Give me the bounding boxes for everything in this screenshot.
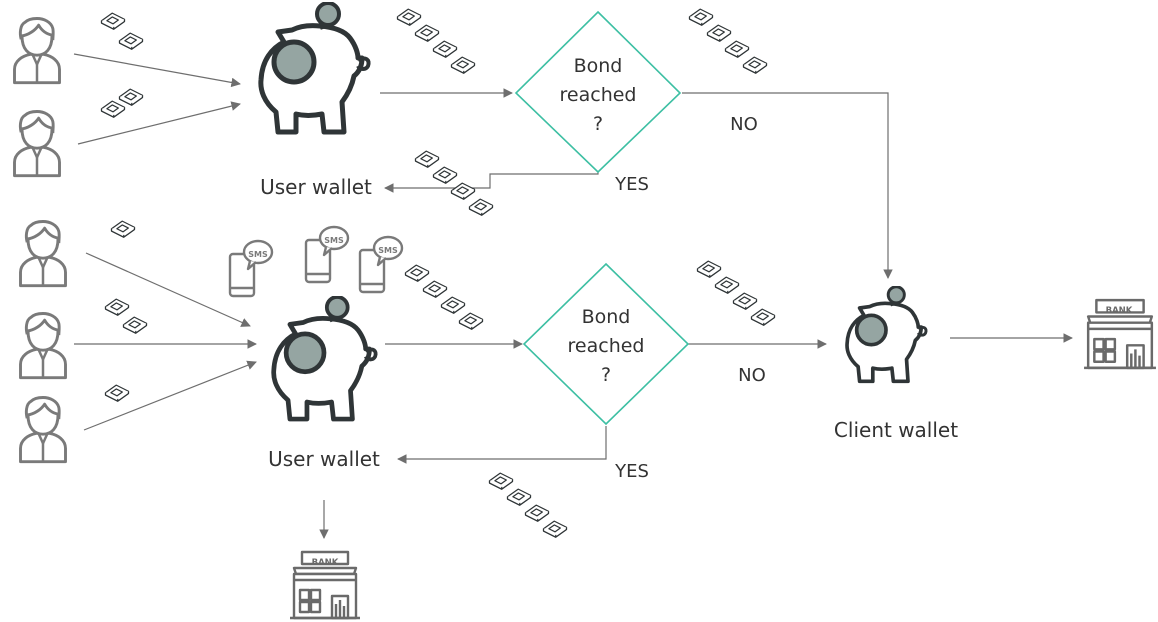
bottom-no-label: NO	[738, 365, 766, 386]
piggy-bank-icon	[845, 286, 928, 384]
money-stack-icon	[104, 298, 148, 334]
money-stack-icon	[110, 220, 136, 238]
sms-badge: SMS	[378, 246, 398, 255]
bank-building-icon: BANK	[1082, 298, 1158, 370]
arrow-top-yes-to-wallet	[384, 172, 599, 193]
piggy-bank-icon	[261, 3, 369, 132]
top-no-label: NO	[730, 114, 758, 135]
connectors	[73, 53, 1073, 539]
bank-sign: BANK	[1106, 306, 1133, 316]
arrow-user2-to-top-wallet	[77, 101, 241, 145]
bank-building-icon: BANK	[288, 550, 362, 620]
money-stack-icon	[688, 8, 768, 74]
arrow-top-no-to-client	[682, 92, 893, 279]
sms-phone-icon: SMS	[304, 225, 350, 284]
money-stack-icon	[396, 8, 476, 74]
user-icon	[18, 219, 68, 288]
top-user-wallet-label: User wallet	[260, 175, 372, 199]
sms-phone-icon: SMS	[228, 239, 274, 298]
decision-bottom-diamond	[522, 262, 690, 426]
sms-badge: SMS	[248, 250, 268, 259]
decision-bottom-line-3: ?	[600, 364, 612, 386]
arrow-user1-to-top-wallet	[73, 53, 241, 88]
decision-top-line-3: ?	[592, 113, 604, 135]
money-stack-icon	[104, 384, 130, 402]
decision-top-text: Bond reached ?	[538, 52, 658, 139]
money-stack-icon	[100, 88, 144, 118]
money-stack-icon	[414, 150, 494, 216]
arrow-user3-to-bottom-wallet	[85, 252, 251, 327]
arrow-user5-to-bottom-wallet	[83, 360, 257, 431]
decision-top-line-1: Bond	[573, 55, 623, 77]
client-wallet-label: Client wallet	[833, 418, 959, 442]
arrow-bottom-yes-to-wallet	[397, 426, 607, 464]
decision-top-line-2: reached	[559, 84, 637, 106]
piggy-bank-icon	[274, 297, 376, 419]
user-icon	[18, 311, 68, 380]
bank-sign: BANK	[312, 558, 339, 568]
money-stack-icon	[404, 264, 484, 330]
money-stack-icon	[696, 260, 776, 326]
decision-bottom-text: Bond reached ?	[546, 303, 666, 390]
sms-badge: SMS	[324, 236, 344, 245]
sms-phone-icon: SMS	[358, 235, 404, 294]
money-stack-icon	[488, 472, 568, 538]
bottom-user-wallet-label: User wallet	[268, 447, 380, 471]
user-icon	[12, 16, 62, 85]
bottom-yes-label: YES	[615, 461, 649, 482]
money-stack-icon	[100, 12, 144, 50]
user-icon	[12, 109, 62, 178]
decision-bottom-line-2: reached	[567, 335, 645, 357]
decision-top-diamond	[514, 10, 682, 174]
top-yes-label: YES	[615, 174, 649, 195]
decision-bottom-line-1: Bond	[581, 306, 631, 328]
user-icon	[18, 395, 68, 464]
